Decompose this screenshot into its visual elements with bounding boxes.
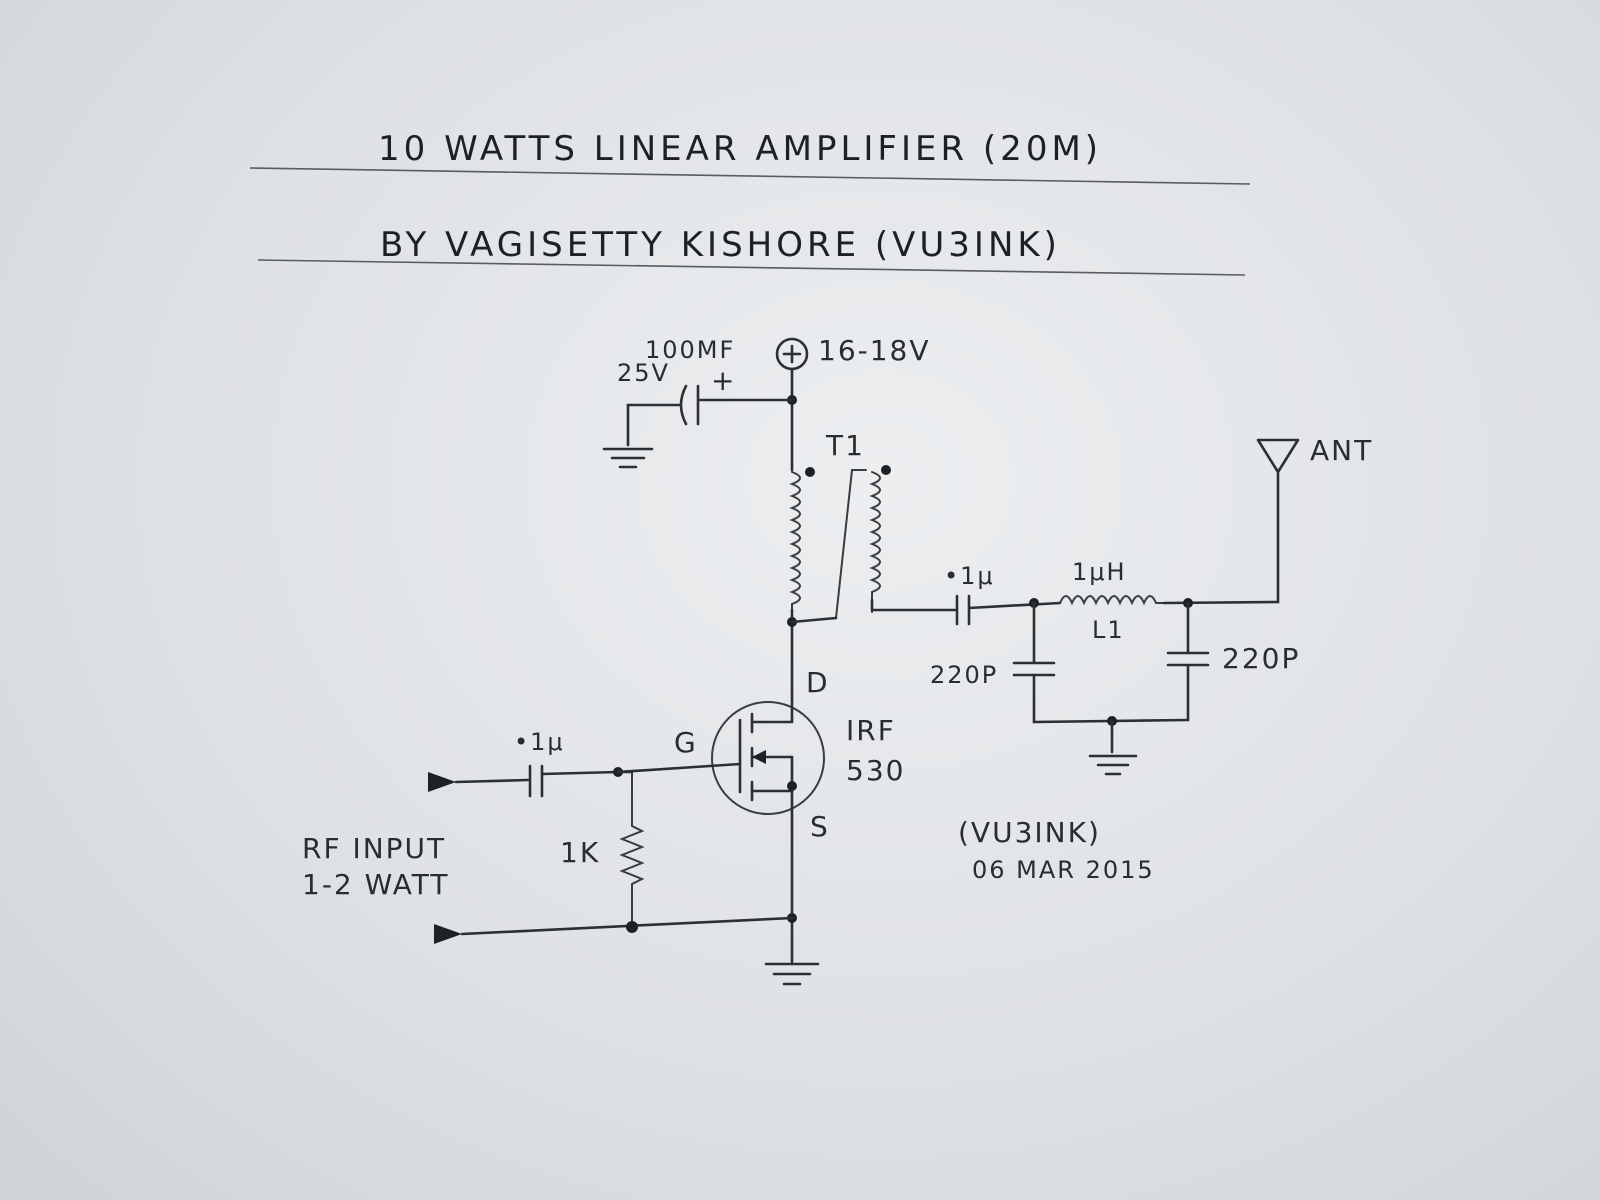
supply-terminal [775, 337, 809, 371]
core-to-drain-wire [790, 616, 838, 624]
resistor-ground-junction [626, 921, 638, 933]
signature-date: 06 MAR 2015 [972, 856, 1155, 884]
cap-to-gate-node-wire [540, 770, 620, 776]
resistor-label: 1K [560, 836, 600, 869]
supply-cap-voltage-label: 25V [617, 359, 670, 387]
primary-phase-dot [805, 467, 815, 477]
rf-input-label-line1: RF INPUT [302, 832, 446, 865]
primary-winding-coil [789, 471, 801, 615]
secondary-output-wire [870, 598, 957, 612]
rf-input-arrow-bottom [434, 924, 462, 944]
schematic-title: 10 WATTS LINEAR AMPLIFIER (20M) [378, 129, 1102, 169]
drain-label: D [806, 666, 830, 699]
ground-symbol-output [1088, 754, 1138, 776]
author-underline [257, 259, 1246, 276]
input-coupling-capacitor-symbol [528, 764, 544, 798]
output-coupling-capacitor-symbol [955, 594, 971, 626]
shunt-cap-right-label: 220P [1222, 642, 1300, 675]
author-line: BY VAGISETTY KISHORE (VU3INK) [380, 225, 1061, 265]
input-cap-label: •1μ [514, 728, 565, 756]
secondary-phase-dot [881, 465, 891, 475]
electrolytic-capacitor-symbol [626, 384, 794, 447]
secondary-winding-coil [869, 471, 881, 613]
rf-input-label-line2: 1-2 WATT [302, 868, 449, 901]
transformer-label: T1 [825, 429, 865, 462]
shunt-cap-left-label: 220P [930, 661, 998, 689]
mosfet-part-label-2: 530 [846, 754, 905, 787]
ground-symbol-source [764, 962, 820, 986]
inductor-to-antenna-wire [1162, 600, 1280, 605]
gate-label: G [674, 726, 698, 759]
inductor-value-label: 1μH [1072, 558, 1127, 586]
title-underline [249, 167, 1251, 185]
source-label: S [810, 810, 830, 843]
resistor-1k-symbol [619, 771, 645, 926]
ground-symbol-supply-cap [602, 447, 654, 469]
shunt-capacitor-left-symbol [1012, 601, 1056, 724]
output-cap-label: •1μ [944, 562, 995, 590]
supply-cap-value-label: 100MF [645, 336, 735, 364]
cap-polarity-mark: + [711, 364, 736, 397]
mosfet-part-label-1: IRF [846, 714, 896, 747]
input-wire [454, 778, 530, 784]
antenna-icon [1256, 438, 1300, 474]
gate-wire [616, 762, 742, 774]
antenna-label: ANT [1310, 434, 1373, 467]
signature-callsign: (VU3INK) [958, 816, 1101, 849]
supply-voltage-label: 16-18V [818, 334, 931, 367]
shunt-capacitor-right-symbol [1166, 601, 1210, 722]
transformer-core-lines [835, 469, 867, 619]
mosfet-symbol [711, 688, 825, 815]
inductor-name-label: L1 [1092, 616, 1125, 644]
inductor-L1-coil [1059, 595, 1167, 606]
cap-to-inductor-wire [967, 601, 1062, 610]
rf-input-arrow-top [428, 772, 456, 792]
